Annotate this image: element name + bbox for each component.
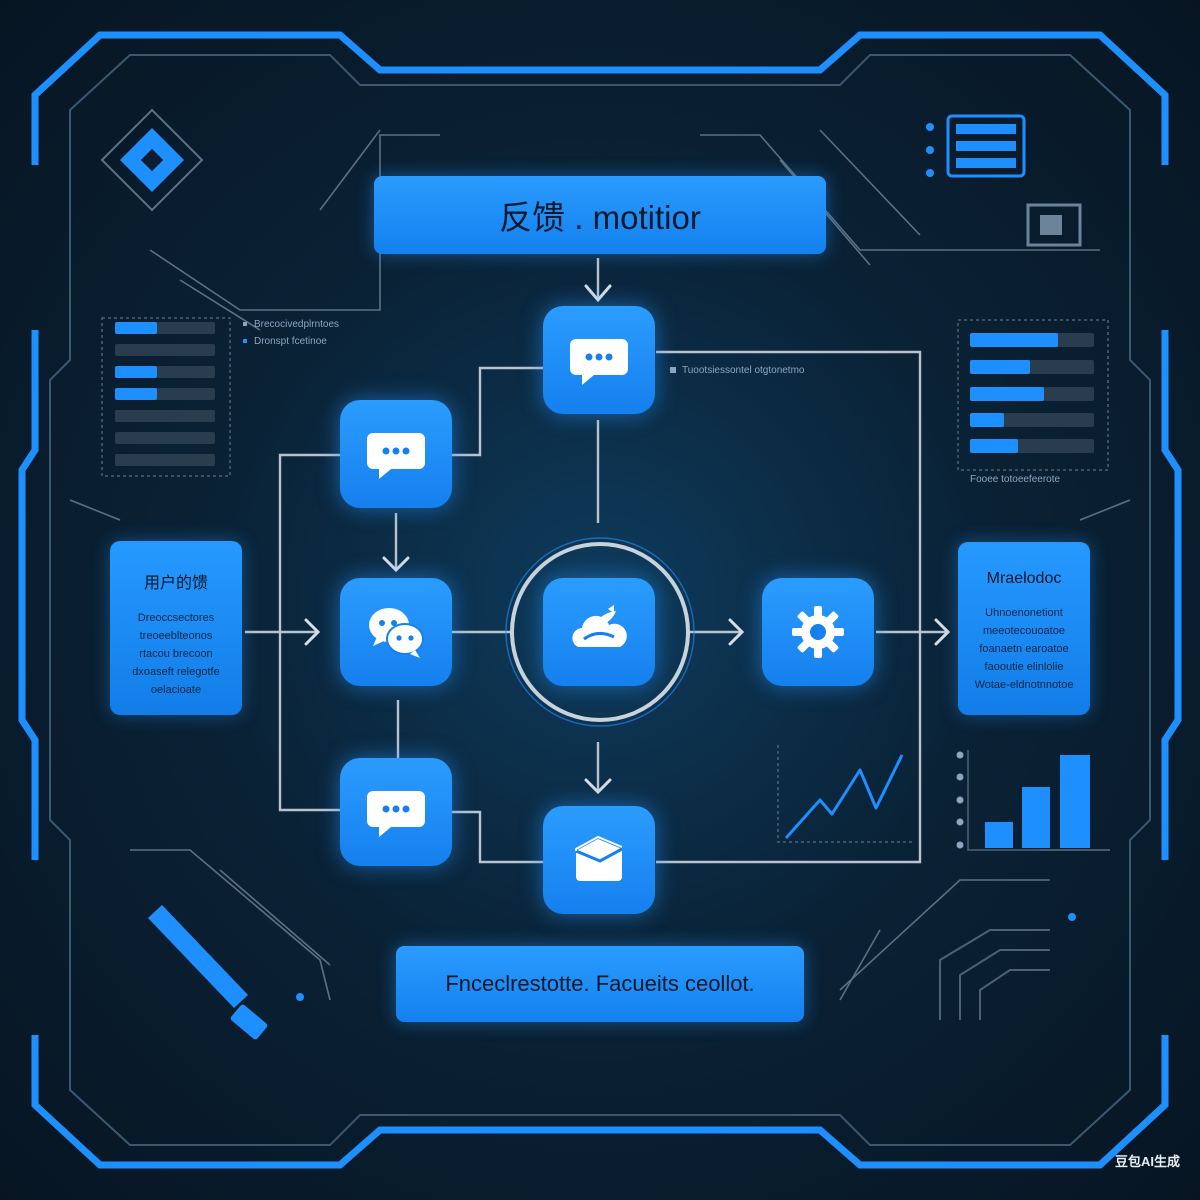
cloud-plant-icon xyxy=(572,605,627,647)
right-gear-node[interactable] xyxy=(762,578,874,686)
footer-text: Fnceclrestotte. Facueits ceollot. xyxy=(445,971,755,996)
user-feedback-card[interactable]: 用户的馈 Dreoccsectores treoeeblteonos rtaco… xyxy=(110,541,242,715)
title-banner: 反馈 . motitior xyxy=(374,176,826,254)
card-right-line: faooutie elinlolie xyxy=(984,661,1064,673)
left-legend-label: Brecocivedplrntoes xyxy=(254,319,340,330)
card-left-line: dxoaseft relegotfe xyxy=(132,666,220,678)
card-right-title: Mraelodoc xyxy=(986,570,1062,587)
flow-connectors xyxy=(245,258,948,864)
line-chart-widget xyxy=(777,745,912,843)
right-bar-panel xyxy=(670,319,1109,471)
bar-chart-widget xyxy=(956,750,1095,851)
hub-ring xyxy=(505,537,695,727)
wechat-icon xyxy=(369,608,424,658)
card-left-line: treoeeblteonos xyxy=(139,630,213,642)
result-card[interactable]: Mraelodoc Uhnoenonetiont meeotecouoatoe … xyxy=(958,542,1090,715)
arrowheads xyxy=(304,284,951,795)
circuit-maze xyxy=(939,929,1050,1020)
mid-left-wechat-node[interactable] xyxy=(340,578,452,686)
title-text: 反馈 . motitior xyxy=(499,199,701,236)
chat-bubble-icon xyxy=(367,433,425,479)
menu-glyph xyxy=(926,114,1082,247)
footer-banner: Fnceclrestotte. Facueits ceollot. xyxy=(396,946,804,1022)
bottom-box-node[interactable] xyxy=(543,806,655,914)
lower-left-chat-node[interactable] xyxy=(340,758,452,866)
slash-decoration xyxy=(148,905,1076,1040)
card-right-line: meeotecouoatoe xyxy=(983,625,1065,637)
card-left-line: rtacou brecoon xyxy=(139,648,213,660)
card-left-line: oelacioate xyxy=(150,684,202,696)
card-right-line: Uhnoenonetiont xyxy=(985,607,1063,619)
chat-bubble-icon xyxy=(367,791,425,837)
box-icon xyxy=(575,835,623,881)
upper-left-chat-node[interactable] xyxy=(340,400,452,508)
top-chat-node[interactable] xyxy=(543,306,655,414)
watermark: 豆包AI生成 xyxy=(1114,1154,1180,1169)
left-legend-label: Dronspt fcetinoe xyxy=(254,336,327,347)
outer-frame xyxy=(18,31,1182,1169)
top-right-label: Tuootsiessontel otgtonetmo xyxy=(682,365,805,376)
gear-icon xyxy=(792,606,844,658)
card-right-line: Wotae-eldnotnnotoe xyxy=(974,679,1074,691)
right-panel-caption: Fooee totoeefeerote xyxy=(970,474,1061,485)
card-right-line: foanaetn earoatoe xyxy=(979,643,1069,655)
center-hub-node[interactable] xyxy=(543,578,655,686)
card-left-title: 用户的馈 xyxy=(143,575,208,592)
card-left-line: Dreoccsectores xyxy=(137,612,215,624)
left-bar-panel xyxy=(101,317,247,477)
chat-bubble-icon xyxy=(570,339,628,385)
inner-frame xyxy=(49,54,1151,1146)
diamond-emblem xyxy=(100,108,204,212)
circuit-lines xyxy=(69,129,1131,1001)
